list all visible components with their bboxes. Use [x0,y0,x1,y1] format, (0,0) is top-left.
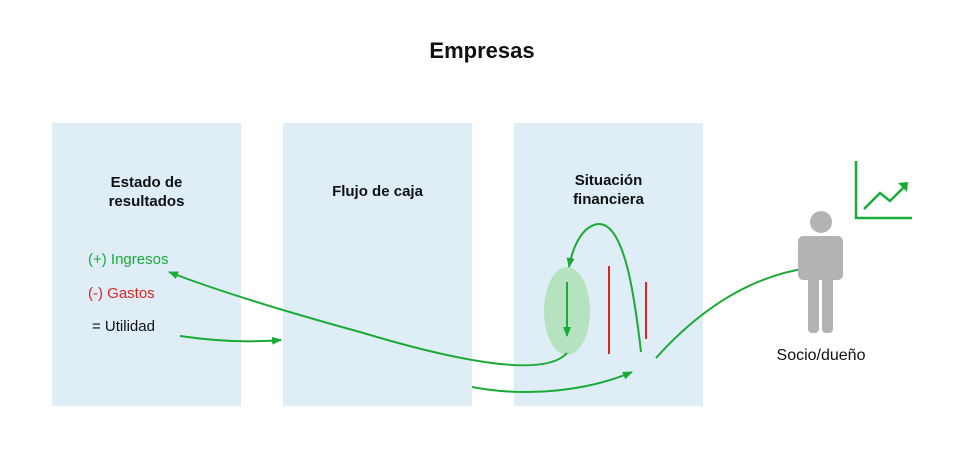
arrow-loop-to-ellipse [566,222,642,353]
gastos-label: (-) Gastos [88,285,155,302]
person-icon [798,211,843,333]
page-title: Empresas [429,38,535,63]
ingresos-label: (+) Ingresos [88,251,169,268]
panel-title-flujo: Flujo de caja [332,183,423,200]
panel-title-line1: Estado de [110,174,183,191]
arrow-utilidad-to-flujo [179,335,282,345]
panel-title-situacion: Situación financiera [514,171,703,209]
panel-situacion-financiera: Situación financiera [514,123,703,406]
panel-title-line2: financiera [573,191,644,208]
panel-flujo-de-caja: Flujo de caja [283,123,472,406]
panel-title-line1: Situación [574,172,643,189]
panel-title-line2: resultados [108,193,185,210]
arrow-ellipse-to-ingresos [168,271,568,367]
arrow-situacion-to-socio [655,265,809,359]
panel-estado-de-resultados: Estado de resultados [52,123,241,406]
growth-chart-icon [854,161,912,220]
socio-dueno-label: Socio/dueño [776,347,866,364]
utilidad-label: = Utilidad [92,318,155,335]
arrow-flujo-to-situacion [471,371,633,394]
panel-title-estado: Estado de resultados [52,173,241,211]
